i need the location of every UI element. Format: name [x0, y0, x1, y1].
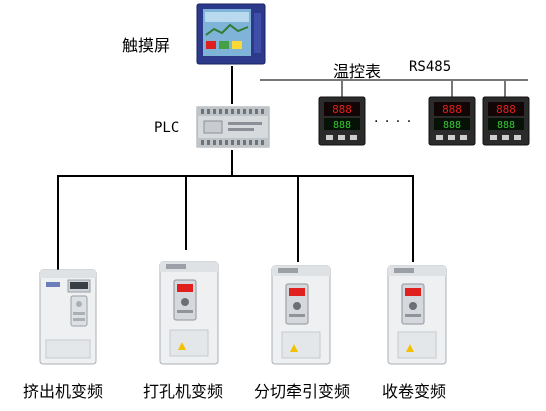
drive-label-punching: 打孔机变频: [143, 382, 224, 401]
slitting-traction-vfd-device: [271, 265, 331, 365]
svg-text:888: 888: [442, 103, 462, 116]
touchscreen-device: [196, 3, 266, 65]
svg-text:888: 888: [443, 120, 461, 131]
drive-label-extruder: 挤出机变频: [23, 382, 104, 401]
rs485-label: RS485: [409, 59, 452, 75]
temp-controller-3: 888 888: [482, 96, 530, 146]
svg-text:888: 888: [496, 103, 516, 116]
punching-vfd-device: [159, 261, 219, 365]
plc-device: [196, 106, 270, 148]
svg-text:888: 888: [332, 103, 352, 116]
drive-label-slitting-traction: 分切牵引变频: [254, 382, 351, 401]
temp-controller-1: 888 888: [318, 96, 366, 146]
temp-controller-label: 温控表: [333, 62, 382, 81]
svg-text:888: 888: [333, 120, 351, 131]
touchscreen-label: 触摸屏: [122, 36, 171, 55]
plc-label: PLC: [154, 120, 180, 136]
rewinding-vfd-device: [387, 265, 447, 365]
svg-text:888: 888: [497, 120, 515, 131]
temp-controller-2: 888 888: [428, 96, 476, 146]
drive-label-rewinding: 收卷变频: [382, 382, 447, 401]
extruder-vfd-device: [39, 269, 97, 365]
ellipsis-label: · · · ·: [374, 114, 413, 130]
